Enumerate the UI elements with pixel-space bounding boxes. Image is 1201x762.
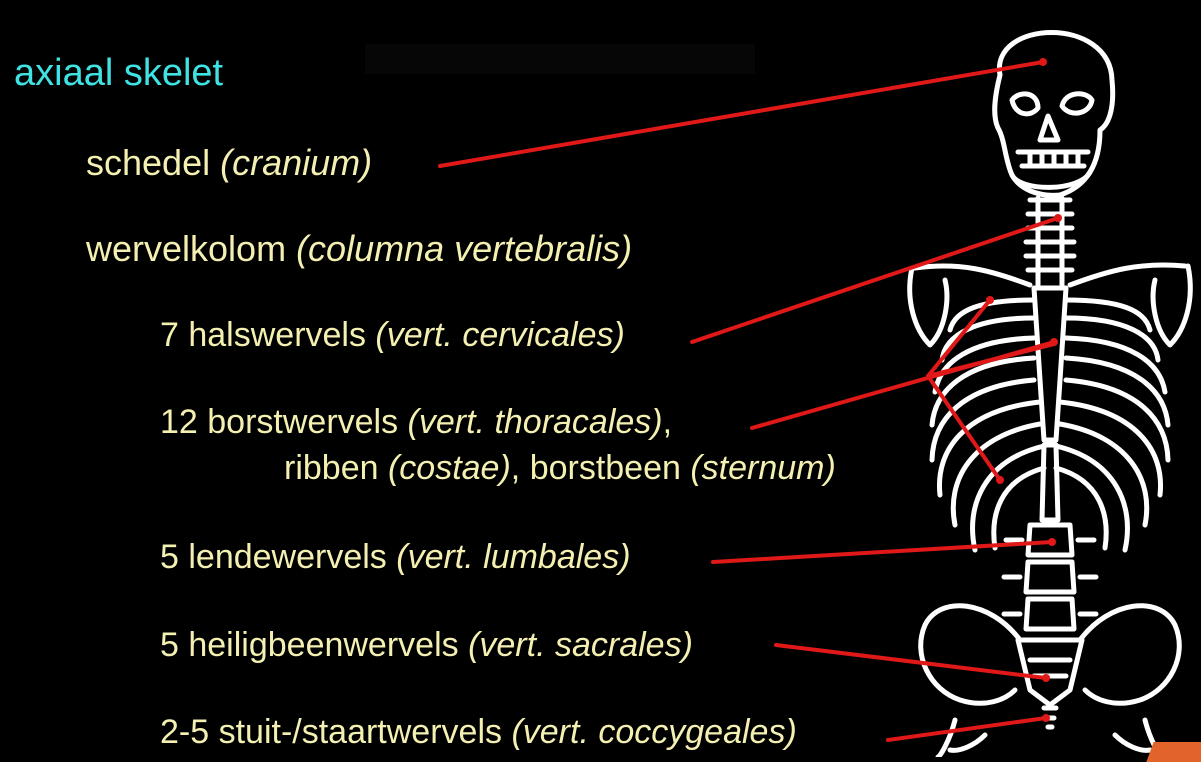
pointer-line-lumbales (711, 540, 1054, 564)
pelvis-right (1077, 603, 1182, 706)
teeth (1015, 149, 1091, 169)
pointer-dot-lumbales (1048, 538, 1056, 546)
ribs-left (929, 297, 1047, 553)
label-cervical-vertebrae: 7 halswervels (vert. cervicales) (160, 316, 625, 355)
pointer-dots (986, 58, 1062, 722)
label-cranium: schedel (cranium) (86, 142, 372, 184)
eye-socket-right (1059, 91, 1095, 116)
latin-term: (vert. coccygeales) (511, 713, 797, 751)
label-text: 12 borstwervels (160, 403, 408, 441)
eye-socket-left (1009, 91, 1041, 117)
latin-term: (vert. thoracales) (407, 403, 663, 441)
pointer-dot-thoracales (1050, 338, 1058, 346)
label-text: 7 halswervels (160, 316, 376, 354)
orange-corner-accent (1146, 742, 1201, 762)
skeleton-icon (907, 30, 1193, 757)
label-suffix: , (662, 403, 673, 441)
pointer-line-coccygeales (886, 716, 1048, 742)
cervical-spine (1023, 195, 1077, 288)
lumbar-spine (1001, 522, 1099, 632)
label-coccygeal-vertebrae: 2-5 stuit-/staartwervels (vert. coccygea… (160, 713, 797, 752)
pointer-lines (438, 60, 1060, 742)
title-placeholder-bar (365, 44, 755, 74)
heading-axial-skeleton: axiaal skelet (14, 52, 224, 94)
ribs-right (1053, 297, 1171, 553)
pointer-line-cranium (438, 60, 1045, 168)
pointer-line-sternum (926, 342, 1056, 378)
label-lumbar-vertebrae: 5 lendewervels (vert. lumbales) (160, 538, 631, 577)
pointer-dot-sacrales (1042, 674, 1050, 682)
label-thoracic-vertebrae: 12 borstwervels (vert. thoracales), (160, 403, 672, 442)
sternum (1031, 285, 1069, 443)
pointer-dot-ribs-lower (996, 476, 1004, 484)
pointer-line-sacrales (774, 643, 1048, 680)
latin-term: (vert. cervicales) (375, 316, 625, 354)
latin-term-2: (sternum) (690, 449, 836, 487)
scapula-left (907, 265, 950, 348)
thoracic-spine (1039, 442, 1061, 523)
latin-term: (costae) (387, 449, 511, 487)
label-text: 2-5 stuit-/staartwervels (160, 713, 512, 751)
latin-term: (vert. lumbales) (396, 538, 631, 576)
label-text: ribben (284, 449, 388, 487)
pelvis-left (918, 603, 1023, 706)
pointer-dot-cervicales (1054, 214, 1062, 222)
label-text: schedel (86, 142, 221, 183)
latin-term: (cranium) (220, 142, 373, 183)
label-text: 5 lendewervels (160, 538, 397, 576)
label-text: 5 heiligbeenwervels (160, 626, 469, 664)
jaw (1009, 169, 1093, 190)
latin-term: (vert. sacrales) (468, 626, 693, 664)
pointer-dot-ribs-upper (986, 296, 994, 304)
label-text: wervelkolom (86, 228, 297, 269)
sacrum (1015, 637, 1085, 708)
pointer-line-cervicales (690, 216, 1060, 344)
pointer-dot-coccygeales (1042, 714, 1050, 722)
label-text-mid: , borstbeen (510, 449, 691, 487)
clavicle-left (912, 263, 1033, 288)
pointer-dot-cranium (1039, 58, 1047, 66)
latin-term: (columna vertebralis) (296, 228, 633, 269)
pointer-line-ribs-upper (926, 298, 992, 378)
clavicle-right (1067, 262, 1188, 288)
label-sacral-vertebrae: 5 heiligbeenwervels (vert. sacrales) (160, 626, 693, 665)
label-vertebral-column: wervelkolom (columna vertebralis) (86, 228, 632, 270)
pointer-line-ribs-lower (926, 374, 1002, 482)
nasal-cavity (1037, 113, 1061, 143)
skull (992, 30, 1116, 198)
scapula-right (1150, 263, 1193, 348)
label-ribs-sternum: ribben (costae), borstbeen (sternum) (284, 449, 836, 488)
